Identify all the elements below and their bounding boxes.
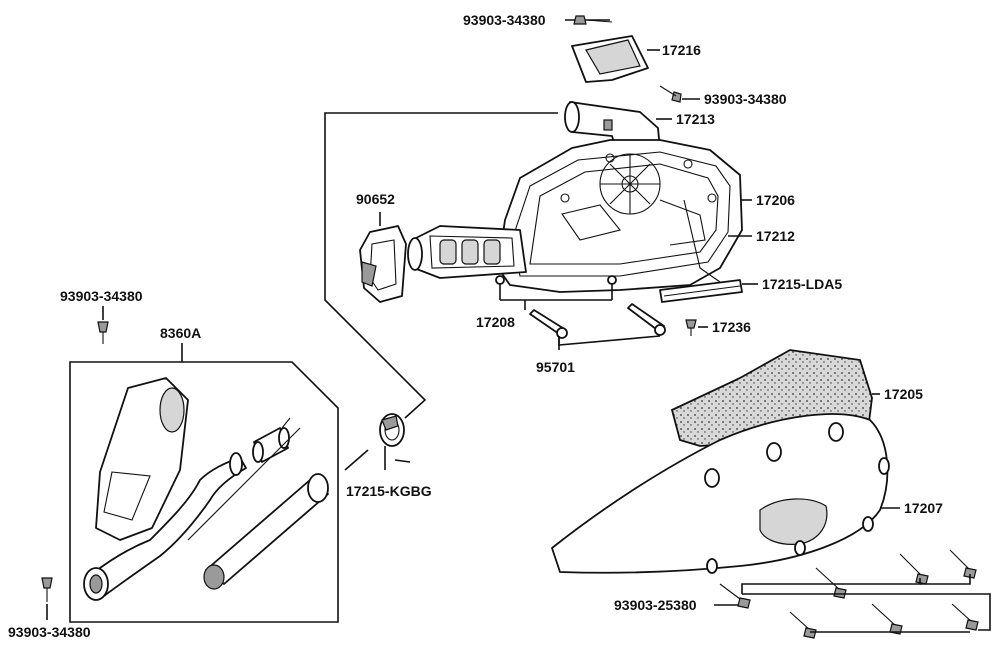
label-17208: 17208 xyxy=(476,314,515,330)
bolt-icon xyxy=(529,309,568,339)
label-17216: 17216 xyxy=(662,42,701,58)
bolt-icon xyxy=(627,303,666,336)
screw-icon xyxy=(685,319,708,336)
label-17207: 17207 xyxy=(904,500,943,516)
intake-duct-cover-17216 xyxy=(571,35,660,83)
label-95701: 95701 xyxy=(536,359,575,375)
leader-line xyxy=(558,335,661,346)
label-93903-25380: 93903-25380 xyxy=(614,597,697,613)
screw-icon xyxy=(659,85,700,103)
label-17215-kgbg: 17215-KGBG xyxy=(346,483,432,499)
label-93903-34380-mid: 93903-34380 xyxy=(704,91,787,107)
screw-set-93903-25380 xyxy=(714,549,991,639)
bracket-17208 xyxy=(495,275,617,310)
air-cleaner-case-17206 xyxy=(497,139,752,293)
hose-clamp-17215-kgbg xyxy=(344,413,411,471)
label-93903-34380-top: 93903-34380 xyxy=(463,12,546,28)
air-cleaner-cover-17207 xyxy=(551,413,900,574)
seal-strip-17215-lda5 xyxy=(659,199,758,303)
label-90652: 90652 xyxy=(356,191,395,207)
screw-icon xyxy=(97,306,109,344)
label-17206: 17206 xyxy=(756,192,795,208)
label-93903-34380-left: 93903-34380 xyxy=(60,288,143,304)
label-17205: 17205 xyxy=(884,386,923,402)
label-17213: 17213 xyxy=(676,111,715,127)
resonator-assembly-8360a xyxy=(69,343,339,623)
screw-icon xyxy=(565,15,613,25)
label-17236: 17236 xyxy=(712,319,751,335)
label-93903-34380-bottom: 93903-34380 xyxy=(8,624,91,640)
intake-tube xyxy=(407,225,527,279)
hose-clamp-90652 xyxy=(359,212,407,303)
leader-line xyxy=(324,112,558,419)
label-17212: 17212 xyxy=(756,228,795,244)
screw-icon xyxy=(41,577,53,620)
label-17215-lda5: 17215-LDA5 xyxy=(762,276,842,292)
label-8360a: 8360A xyxy=(160,325,201,341)
